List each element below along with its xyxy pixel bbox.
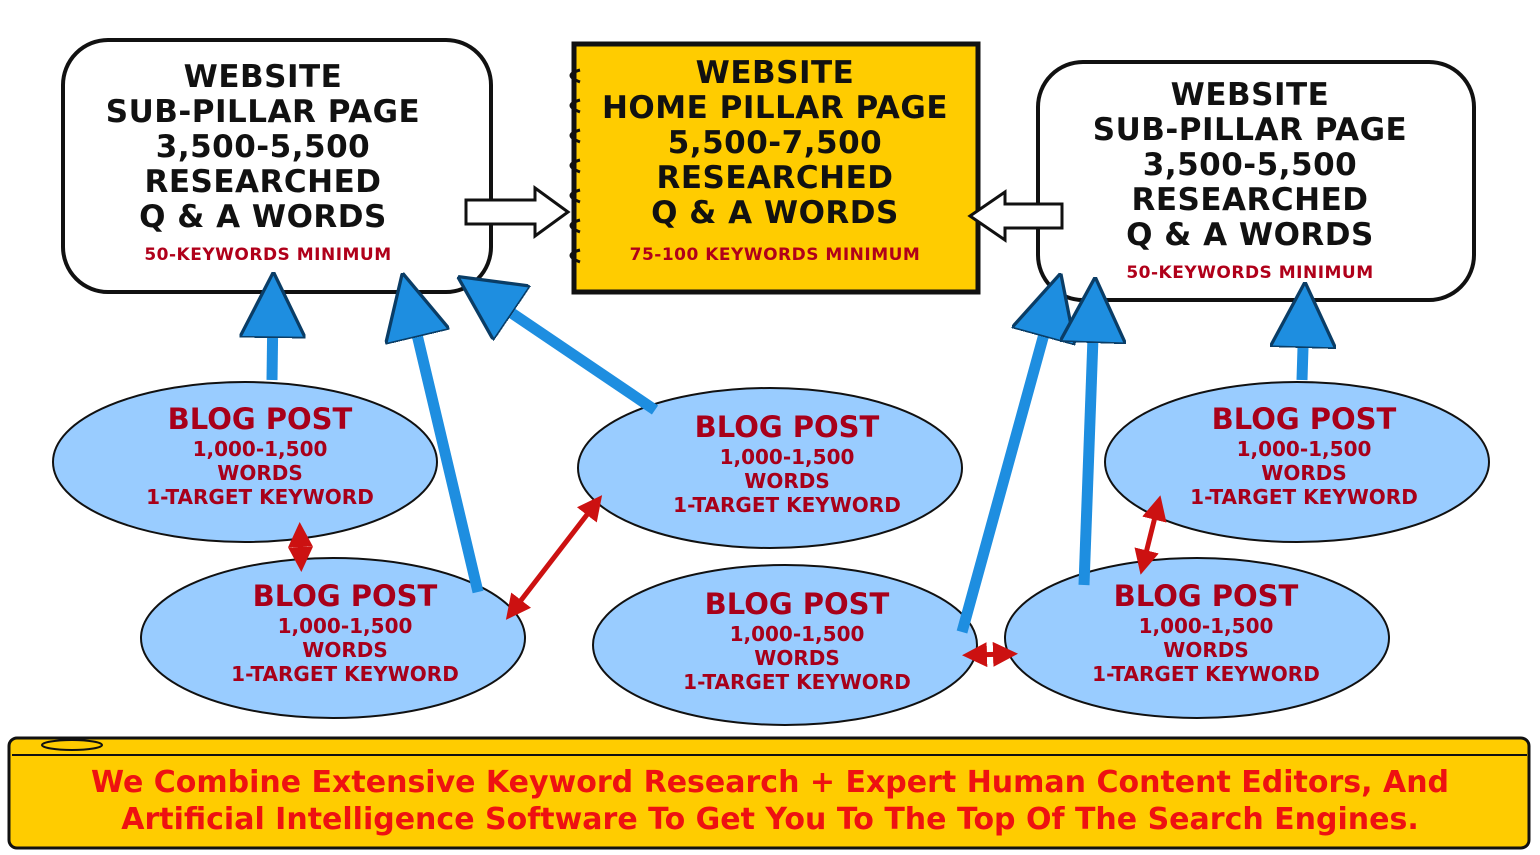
red-link-arrow (1134, 495, 1167, 575)
blog-title: BLOG POST (704, 587, 890, 621)
box-line: Q & A WORDS (139, 199, 387, 235)
box-line: RESEARCHED (144, 164, 382, 200)
box-line: SUB-PILLAR PAGE (105, 94, 421, 130)
blog-keyword: 1-TARGET KEYWORD (146, 485, 374, 509)
blog-unit: WORDS (754, 646, 840, 670)
arrow-left-to-home (464, 185, 571, 239)
blog-title: BLOG POST (252, 579, 438, 613)
blog-keyword: 1-TARGET KEYWORD (1190, 485, 1418, 509)
box-line: RESEARCHED (1131, 182, 1369, 218)
right-sub-pillar-box (1036, 60, 1476, 302)
blog-keyword: 1-TARGET KEYWORD (683, 670, 911, 694)
blog-ellipse-1 (52, 381, 438, 543)
blog-keyword: 1-TARGET KEYWORD (1092, 662, 1320, 686)
banner-roll-icon (41, 739, 103, 751)
blue-arrow (1302, 315, 1304, 381)
blog-words: 1,000-1,500 (729, 622, 865, 646)
box-line: HOME PILLAR PAGE (601, 90, 949, 126)
blog-unit: WORDS (1163, 638, 1249, 662)
spiral-binding-icon (569, 68, 581, 264)
red-link-arrow (288, 522, 313, 572)
blue-arrow (1084, 310, 1094, 586)
blog-title: BLOG POST (167, 402, 353, 436)
blog-words: 1,000-1,500 (277, 614, 413, 638)
blog-unit: WORDS (217, 461, 303, 485)
blog-title: BLOG POST (694, 410, 880, 444)
blog-ellipse-5 (1104, 381, 1490, 543)
left-sub-pillar-text: WEBSITE SUB-PILLAR PAGE 3,500-5,500 RESE… (63, 60, 463, 267)
banner-line-1: We Combine Extensive Keyword Research + … (90, 765, 1450, 800)
banner-text: We Combine Extensive Keyword Research + … (30, 764, 1510, 838)
blog-unit: WORDS (1261, 461, 1347, 485)
blog-keyword: 1-TARGET KEYWORD (231, 662, 459, 686)
blog-post-6: BLOG POST 1,000-1,500 WORDS 1-TARGET KEY… (1036, 578, 1376, 686)
box-line: SUB-PILLAR PAGE (1092, 112, 1408, 148)
box-line: 5,500-7,500 (667, 125, 883, 161)
box-line: WEBSITE (695, 55, 855, 91)
box-line: 3,500-5,500 (1142, 147, 1358, 183)
blog-post-1: BLOG POST 1,000-1,500 WORDS 1-TARGET KEY… (90, 401, 430, 509)
blog-ellipse-2 (140, 557, 526, 719)
blog-words: 1,000-1,500 (719, 445, 855, 469)
box-line: WEBSITE (183, 59, 343, 95)
blog-post-2: BLOG POST 1,000-1,500 WORDS 1-TARGET KEY… (175, 578, 515, 686)
blog-post-5: BLOG POST 1,000-1,500 WORDS 1-TARGET KEY… (1134, 401, 1474, 509)
red-link-arrow (505, 495, 603, 620)
arrow-right-to-home (967, 189, 1064, 243)
blog-keyword: 1-TARGET KEYWORD (673, 493, 901, 517)
blue-arrow (272, 305, 273, 381)
blog-post-3: BLOG POST 1,000-1,500 WORDS 1-TARGET KEY… (617, 409, 957, 517)
keyword-minimum: 50-KEYWORDS MINIMUM (144, 245, 392, 265)
home-pillar-text: WEBSITE HOME PILLAR PAGE 5,500-7,500 RES… (585, 56, 965, 267)
blue-arrow (956, 305, 1052, 634)
box-line: WEBSITE (1170, 77, 1330, 113)
blog-words: 1,000-1,500 (1236, 437, 1372, 461)
right-sub-pillar-text: WEBSITE SUB-PILLAR PAGE 3,500-5,500 RESE… (1050, 78, 1450, 285)
blog-words: 1,000-1,500 (1138, 614, 1274, 638)
box-line: Q & A WORDS (1126, 217, 1374, 253)
blog-ellipse-6 (1004, 557, 1390, 719)
blog-post-4: BLOG POST 1,000-1,500 WORDS 1-TARGET KEY… (627, 586, 967, 694)
banner-line-2: Artificial Intelligence Software To Get … (121, 802, 1419, 837)
box-line: 3,500-5,500 (155, 129, 371, 165)
blog-ellipse-3 (577, 387, 963, 549)
blog-unit: WORDS (302, 638, 388, 662)
box-line: Q & A WORDS (651, 195, 899, 231)
banner-scroll (7, 736, 1531, 850)
blog-words: 1,000-1,500 (192, 437, 328, 461)
keyword-minimum: 75-100 KEYWORDS MINIMUM (629, 245, 921, 265)
box-line: RESEARCHED (656, 160, 894, 196)
blog-unit: WORDS (744, 469, 830, 493)
blue-arrow (485, 295, 659, 415)
red-link-arrow (962, 641, 1018, 668)
blue-arrow (410, 305, 484, 594)
keyword-minimum: 50-KEYWORDS MINIMUM (1126, 263, 1374, 283)
blog-title: BLOG POST (1113, 579, 1299, 613)
blog-title: BLOG POST (1211, 402, 1397, 436)
home-pillar-box (571, 41, 981, 295)
